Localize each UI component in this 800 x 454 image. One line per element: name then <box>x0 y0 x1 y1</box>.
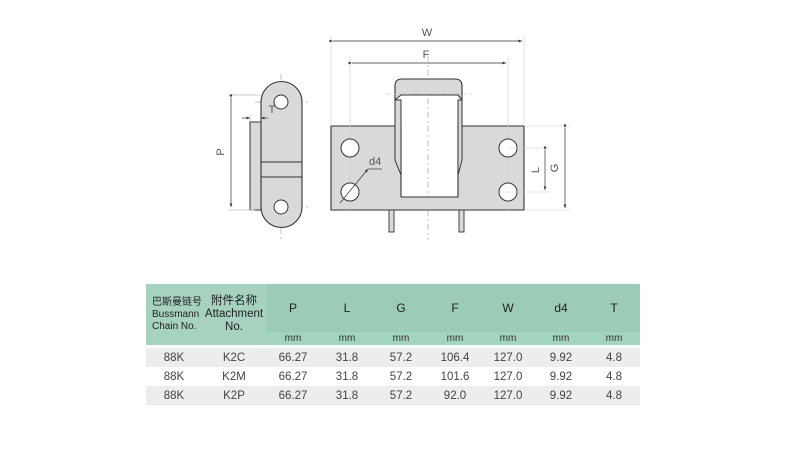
f-label: F <box>423 49 430 61</box>
cell-t: 4.8 <box>588 348 640 367</box>
cell-chain: 88K <box>146 348 202 367</box>
header-chain-no-cn: 巴斯曼链号 <box>152 296 202 308</box>
cell-l: 31.8 <box>320 386 374 405</box>
pin-hole-bottom <box>273 199 289 215</box>
cell-p: 66.27 <box>266 386 320 405</box>
wing-left <box>394 99 402 176</box>
cell-l: 31.8 <box>320 348 374 367</box>
header-g: G <box>374 284 428 332</box>
pin-left <box>388 209 395 233</box>
header-f: F <box>428 284 482 332</box>
pin-right <box>458 209 465 233</box>
cell-d4: 9.92 <box>534 386 588 405</box>
header-attachment-no: 附件名称 Attachment No. <box>202 284 266 345</box>
link-body <box>260 80 303 229</box>
pin-hole-top <box>273 94 289 110</box>
cell-attachment: K2M <box>202 367 266 386</box>
header-w: W <box>482 284 534 332</box>
unit-w: mm <box>482 332 534 345</box>
technical-drawing: P T W F <box>215 27 570 242</box>
cell-t: 4.8 <box>588 386 640 405</box>
g-label: G <box>549 164 561 173</box>
cell-attachment: K2P <box>202 386 266 405</box>
cell-chain: 88K <box>146 386 202 405</box>
header-chain-no-en1: Bussmann <box>152 308 200 320</box>
d4-label: d4 <box>369 156 381 168</box>
mount-hole-top-left <box>340 138 360 158</box>
wing-right <box>457 99 463 176</box>
unit-l: mm <box>320 332 374 345</box>
cell-chain: 88K <box>146 367 202 386</box>
top-cap <box>394 78 463 102</box>
cell-g: 57.2 <box>374 386 428 405</box>
cell-w: 127.0 <box>482 348 534 367</box>
units-row: mm mm mm mm mm mm mm <box>146 332 640 345</box>
l-label: L <box>530 167 542 173</box>
header-attachment-en2: No. <box>225 321 243 333</box>
cell-d4: 9.92 <box>534 367 588 386</box>
unit-p: mm <box>266 332 320 345</box>
header-attachment-en1: Attachment <box>204 308 264 320</box>
spacer-row <box>146 345 640 348</box>
header-p: P <box>266 284 320 332</box>
base-plate <box>330 125 525 211</box>
d4-leader <box>339 168 369 204</box>
header-t: T <box>588 284 640 332</box>
cell-t: 4.8 <box>588 367 640 386</box>
p-label: P <box>215 148 227 155</box>
cell-p: 66.27 <box>266 367 320 386</box>
unit-d4: mm <box>534 332 588 345</box>
cell-w: 127.0 <box>482 367 534 386</box>
unit-t: mm <box>588 332 640 345</box>
cell-attachment: K2C <box>202 348 266 367</box>
unit-f: mm <box>428 332 482 345</box>
side-plate <box>249 121 262 211</box>
cell-g: 57.2 <box>374 367 428 386</box>
front-view-attachment: W F d4 G L <box>329 27 570 240</box>
header-row: 巴斯曼链号 Bussmann Chain No. 附件名称 Attachment… <box>146 284 640 345</box>
table-row: 88K K2P 66.27 31.8 57.2 92.0 127.0 9.92 … <box>146 386 640 405</box>
header-d4: d4 <box>534 284 588 332</box>
unit-g: mm <box>374 332 428 345</box>
table-row: 88K K2C 66.27 31.8 57.2 106.4 127.0 9.92… <box>146 348 640 367</box>
cell-f: 106.4 <box>428 348 482 367</box>
cell-f: 92.0 <box>428 386 482 405</box>
header-chain-no-en2: Chain No. <box>152 320 197 332</box>
cell-p: 66.27 <box>266 348 320 367</box>
table-row: 88K K2M 66.27 31.8 57.2 101.6 127.0 9.92… <box>146 367 640 386</box>
spec-table: 巴斯曼链号 Bussmann Chain No. 附件名称 Attachment… <box>146 284 640 405</box>
cell-f: 101.6 <box>428 367 482 386</box>
side-view-link: P T <box>215 74 310 242</box>
w-label: W <box>422 27 433 39</box>
cell-g: 57.2 <box>374 348 428 367</box>
header-l: L <box>320 284 374 332</box>
header-attachment-cn: 附件名称 <box>211 295 257 307</box>
cell-l: 31.8 <box>320 367 374 386</box>
t-label: T <box>269 104 276 116</box>
cell-d4: 9.92 <box>534 348 588 367</box>
header-chain-no: 巴斯曼链号 Bussmann Chain No. <box>146 284 202 345</box>
cell-w: 127.0 <box>482 386 534 405</box>
